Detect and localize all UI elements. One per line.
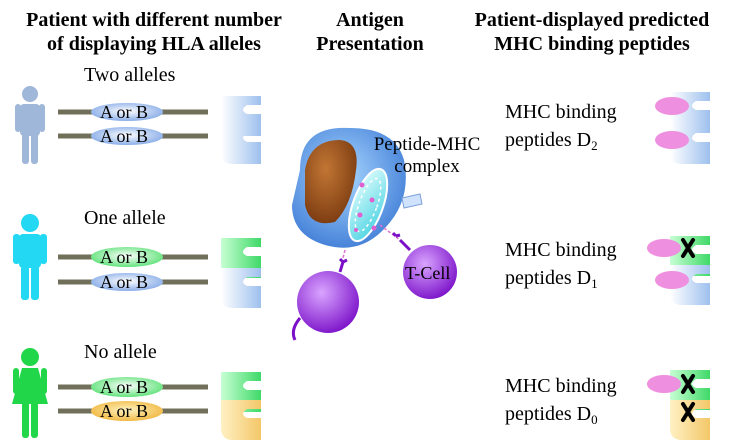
tcell-right	[391, 231, 457, 299]
peptides-d0-subscript: 0	[591, 412, 598, 427]
header-left-line1: Patient with different number	[26, 9, 282, 31]
nucleus	[305, 140, 357, 224]
header-right: Patient-displayed predicted MHC binding …	[440, 8, 744, 56]
allele-ellipse	[91, 273, 163, 291]
person-icon-green	[12, 348, 48, 438]
allele-ellipse	[91, 127, 163, 145]
peptides-d0-line1: MHC binding	[505, 375, 617, 397]
header-middle-line1: Antigen	[336, 9, 404, 31]
allele-ellipses	[91, 103, 163, 421]
chromosome-label: A or B	[100, 377, 149, 397]
allele-ellipse	[91, 103, 163, 121]
peptide-ovals	[647, 97, 689, 393]
person-icon-blue	[15, 86, 45, 164]
antigen-presenting-cell	[292, 127, 423, 271]
chromosome-label: A or B	[100, 247, 149, 267]
peptides-d1-text: peptides D	[505, 267, 592, 289]
chromosome-label: A or B	[100, 126, 149, 146]
peptide-mhc-complex-label: Peptide-MHC complex	[362, 134, 492, 178]
peptides-d2-line1: MHC binding	[505, 101, 617, 123]
row-label-two-alleles: Two alleles	[84, 64, 176, 86]
person-icon-cyan	[13, 214, 47, 300]
header-middle-line2: Presentation	[316, 33, 424, 55]
header-left: Patient with different number of display…	[8, 8, 300, 56]
no-binding-x-marks	[681, 238, 695, 422]
chromosome-label: A or B	[100, 401, 149, 421]
peptides-d2-text: peptides D	[505, 129, 592, 151]
peptides-d1-line2: peptides D1	[505, 264, 617, 298]
row-label-one-allele: One allele	[84, 207, 166, 229]
allele-ellipse	[91, 377, 163, 397]
peptides-d1-label: MHC binding peptides D1	[505, 236, 617, 298]
peptides-d1-subscript: 1	[591, 276, 598, 291]
peptides-d0-text: peptides D	[505, 403, 592, 425]
header-middle: Antigen Presentation	[300, 8, 440, 56]
header-right-line1: Patient-displayed predicted	[474, 9, 710, 31]
endoplasmic-reticulum	[347, 167, 389, 243]
peptides-d2-subscript: 2	[591, 138, 598, 153]
header-left-line2: of displaying HLA alleles	[47, 33, 261, 55]
peptides-d1-line1: MHC binding	[505, 239, 617, 261]
chromosome-label: A or B	[100, 272, 149, 292]
allele-ellipse	[91, 247, 163, 267]
peptides-d0-line2: peptides D0	[505, 400, 617, 434]
tcell-left	[291, 257, 359, 341]
tcell-label: T-Cell	[405, 263, 451, 283]
chromosome-label: A or B	[100, 102, 149, 122]
peptides-d0-label: MHC binding peptides D0	[505, 372, 617, 434]
allele-ellipse	[91, 401, 163, 421]
peptides-d2-line2: peptides D2	[505, 126, 617, 160]
header-right-line2: MHC binding peptides	[494, 33, 690, 55]
row-label-no-allele: No allele	[84, 341, 157, 363]
left-mhc-receptors	[221, 96, 261, 440]
peptides-d2-label: MHC binding peptides D2	[505, 98, 617, 160]
complex-label-line2: complex	[394, 156, 460, 177]
complex-label-line1: Peptide-MHC	[373, 134, 481, 155]
